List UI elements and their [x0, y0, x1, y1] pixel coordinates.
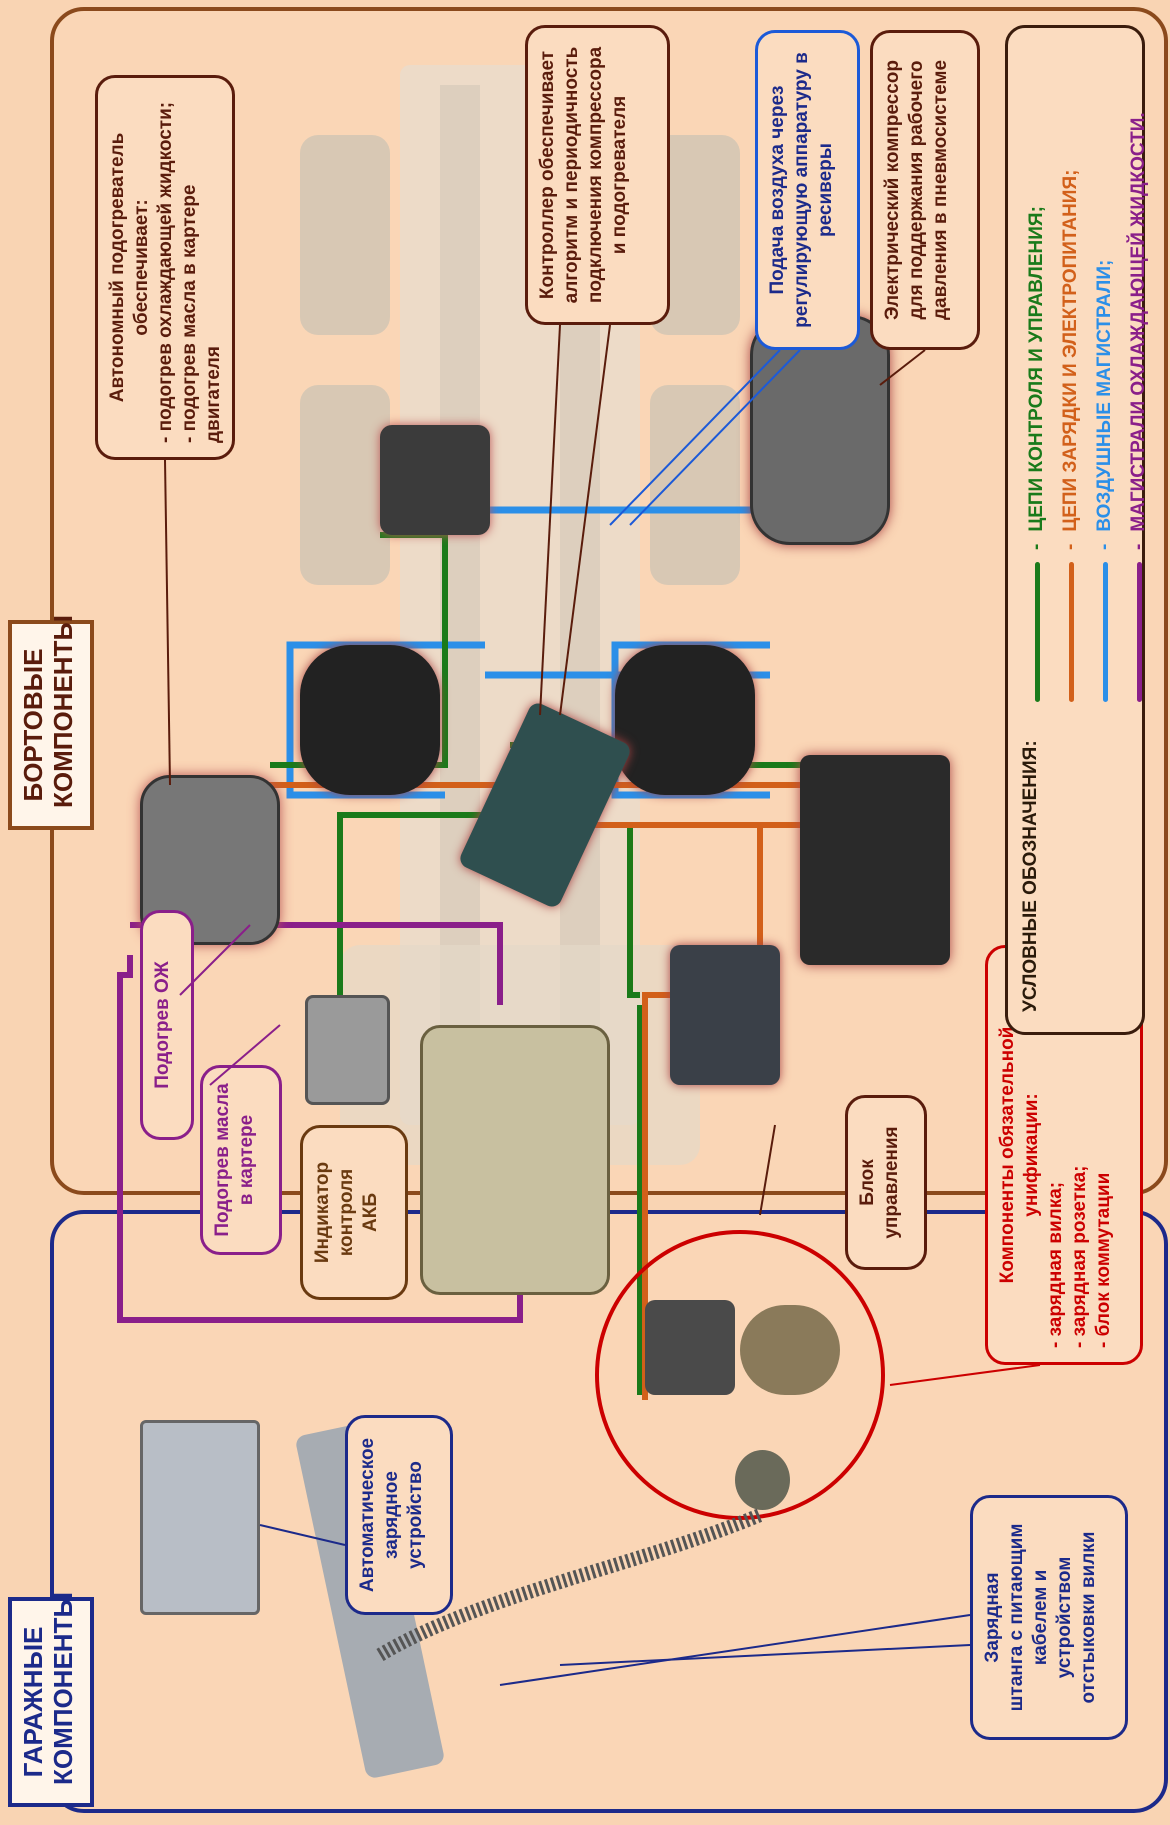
- legend-swatch-coolant: [1137, 562, 1142, 702]
- legend-prefix: -: [1122, 544, 1156, 550]
- legend-prefix: -: [1020, 544, 1054, 550]
- legend-swatch-control: [1035, 562, 1040, 702]
- legend-swatch-air: [1103, 562, 1108, 702]
- legend-label-control: ЦЕПИ КОНТРОЛЯ И УПРАВЛЕНИЯ;: [1020, 206, 1054, 532]
- legend-swatch-power: [1069, 562, 1074, 702]
- legend-label-coolant: МАГИСТРАЛИ ОХЛАЖДАЮЩЕЙ ЖИДКОСТИ.: [1122, 112, 1156, 531]
- legend-item-control: - ЦЕПИ КОНТРОЛЯ И УПРАВЛЕНИЯ;: [1020, 112, 1054, 702]
- legend: УСЛОВНЫЕ ОБОЗНАЧЕНИЯ: - ЦЕПИ КОНТРОЛЯ И …: [1005, 25, 1145, 1035]
- legend-item-air: - ВОЗДУШНЫЕ МАГИСТРАЛИ;: [1088, 112, 1122, 702]
- legend-label-power: ЦЕПИ ЗАРЯДКИ И ЭЛЕКТРОПИТАНИЯ;: [1054, 170, 1088, 532]
- legend-prefix: -: [1088, 544, 1122, 550]
- legend-prefix: -: [1054, 544, 1088, 550]
- legend-item-coolant: - МАГИСТРАЛИ ОХЛАЖДАЮЩЕЙ ЖИДКОСТИ.: [1122, 112, 1156, 702]
- legend-label-air: ВОЗДУШНЫЕ МАГИСТРАЛИ;: [1088, 260, 1122, 532]
- legend-title: УСЛОВНЫЕ ОБОЗНАЧЕНИЯ:: [1020, 740, 1042, 1012]
- legend-item-power: - ЦЕПИ ЗАРЯДКИ И ЭЛЕКТРОПИТАНИЯ;: [1054, 112, 1088, 702]
- legend-items: - ЦЕПИ КОНТРОЛЯ И УПРАВЛЕНИЯ; - ЦЕПИ ЗАР…: [1020, 112, 1156, 702]
